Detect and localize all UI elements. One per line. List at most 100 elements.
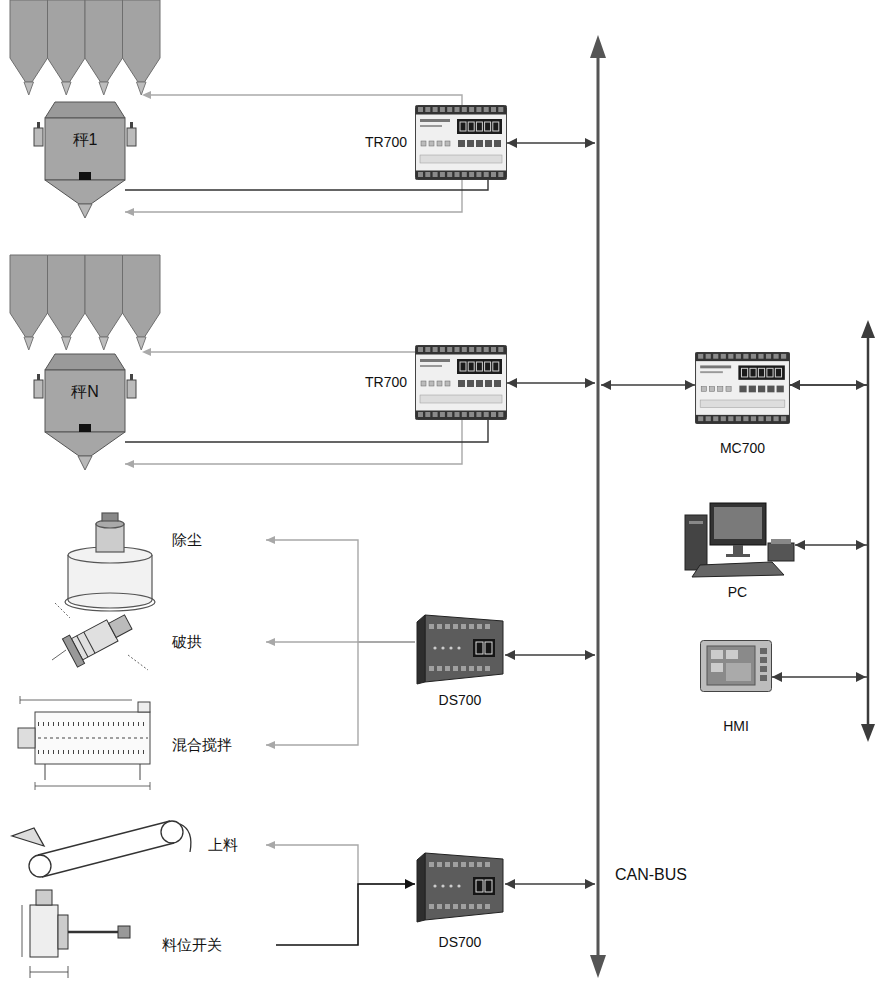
equipment-name: 混合搅拌 <box>160 733 266 757</box>
connector-arrow <box>125 180 462 216</box>
device-name: TR700 <box>365 374 407 390</box>
device-name: DS700 <box>385 692 535 708</box>
controller-device <box>695 352 790 424</box>
connector-line <box>507 382 595 384</box>
connector-arrow <box>772 380 868 682</box>
connector-line <box>276 884 415 945</box>
io-module-device <box>415 850 505 922</box>
scale-hopper-shape <box>45 100 125 220</box>
device-name: MC700 <box>665 440 820 456</box>
silo <box>123 255 161 350</box>
arrowhead <box>507 138 517 148</box>
silo <box>48 0 86 95</box>
scale-name: 秤1 <box>45 130 125 151</box>
arrowhead <box>585 378 595 388</box>
arrowhead <box>795 540 805 550</box>
weighing-controller: TR700 <box>415 105 507 180</box>
connector-line <box>505 654 595 656</box>
arrowhead <box>585 650 595 660</box>
silo-group <box>10 0 160 95</box>
arrowhead <box>790 380 800 390</box>
can-bus: CAN-BUS <box>595 38 601 975</box>
connector-arrow <box>266 536 415 642</box>
arrowhead <box>405 879 415 889</box>
connector-line <box>507 142 595 144</box>
equipment-label: 混合搅拌 <box>160 733 266 757</box>
connector-line <box>266 642 415 745</box>
connector-line <box>266 845 415 884</box>
silo <box>123 0 161 95</box>
arrowhead <box>266 536 275 544</box>
hmi-icon <box>700 640 772 692</box>
equipment-name: 上料 <box>196 833 266 857</box>
connector-line <box>125 180 488 190</box>
connector-line <box>601 384 695 386</box>
connector-arrow <box>125 420 488 442</box>
arrowhead <box>685 380 695 390</box>
connector-arrow <box>507 138 595 148</box>
device-name: TR700 <box>365 134 407 150</box>
pc-icon <box>680 503 795 578</box>
arrowhead <box>125 460 134 468</box>
connector-arrow <box>266 642 415 749</box>
arch-breaker-icon <box>52 603 148 670</box>
equipment-name: 破拱 <box>160 630 266 654</box>
device-name: HMI <box>670 718 802 734</box>
arrowhead <box>507 378 517 388</box>
arrowhead <box>601 380 611 390</box>
silo <box>85 0 123 95</box>
scale-hopper: 秤N <box>45 352 125 472</box>
mixer-icon <box>18 696 150 790</box>
arrowhead <box>266 841 275 849</box>
scale-hopper: 秤1 <box>45 100 125 220</box>
weighing-controller: TR700 <box>415 345 507 420</box>
conveyor-icon <box>12 821 191 877</box>
arrowhead <box>585 138 595 148</box>
connector-line <box>772 385 868 677</box>
controller-device <box>415 105 507 180</box>
silo <box>10 255 48 350</box>
connector-arrow <box>505 650 595 660</box>
silo <box>10 0 48 95</box>
silo <box>48 255 86 350</box>
pc-station: PC <box>680 503 795 578</box>
connector-arrow <box>125 420 462 468</box>
arrowhead <box>505 650 515 660</box>
equipment-label: 上料 <box>196 833 266 857</box>
feed-control-line <box>142 91 462 360</box>
connector-arrow <box>125 180 488 190</box>
connector-arrow <box>507 378 595 388</box>
connector-line <box>125 420 488 442</box>
connector-arrow <box>790 380 868 550</box>
equipment-label: 料位开关 <box>150 933 276 957</box>
arrowhead <box>505 879 515 889</box>
connector-arrow <box>601 380 695 390</box>
equipment-name: 料位开关 <box>150 933 276 957</box>
io-module-device <box>415 612 505 684</box>
arrowhead <box>772 672 782 682</box>
equipment-label: 破拱 <box>160 630 266 654</box>
connector-line <box>790 385 868 545</box>
master-controller: MC700 <box>695 352 790 424</box>
device-name: DS700 <box>385 934 535 950</box>
bus-name: CAN-BUS <box>615 866 687 884</box>
equipment-label: 除尘 <box>160 528 266 552</box>
arrowhead <box>266 638 275 646</box>
connector-line <box>266 540 415 642</box>
dust-collector-icon <box>65 513 155 611</box>
connector-arrow <box>505 879 595 889</box>
silo-group <box>10 255 160 350</box>
io-module: DS700 <box>415 612 505 684</box>
equipment-name: 除尘 <box>160 528 266 552</box>
bus-line <box>595 38 601 975</box>
connector-line <box>505 883 595 885</box>
io-module: DS700 <box>415 850 505 922</box>
arrowhead <box>125 208 134 216</box>
device-name: PC <box>650 584 825 600</box>
level-switch-icon <box>22 890 130 978</box>
silo <box>85 255 123 350</box>
connector-arrow <box>276 879 415 945</box>
scale-name: 秤N <box>45 382 125 403</box>
arrowhead <box>266 741 275 749</box>
